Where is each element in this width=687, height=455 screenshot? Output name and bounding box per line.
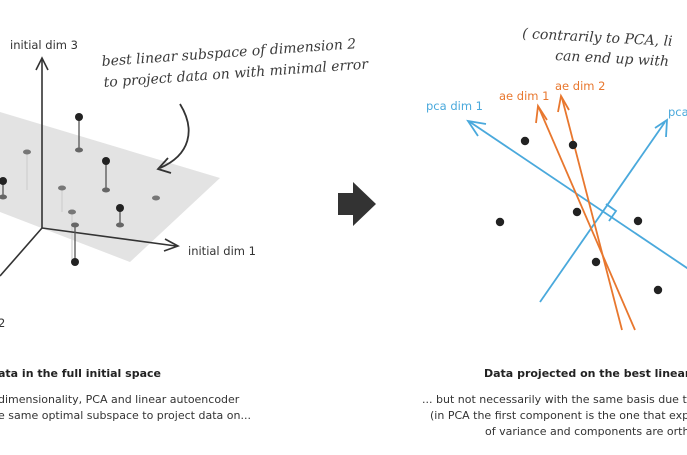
ae-dim1-line bbox=[538, 107, 636, 331]
data-point bbox=[0, 177, 7, 185]
axis-dim1-arrowhead bbox=[163, 238, 180, 252]
initial-axes bbox=[0, 56, 180, 277]
data-point-projection bbox=[75, 147, 83, 153]
left-caption-line-2: e same optimal subspace to project data … bbox=[0, 409, 251, 422]
data-point bbox=[520, 136, 530, 146]
projection-plane bbox=[0, 112, 220, 262]
axis-label-dim1: initial dim 1 bbox=[188, 244, 256, 258]
data-point bbox=[653, 285, 663, 295]
axis-label-dim3: initial dim 3 bbox=[10, 38, 78, 52]
data-point bbox=[591, 257, 601, 267]
right-panel: pca dim 1 ae dim 1 ae dim 2 pca ( contra… bbox=[422, 26, 687, 438]
ae-dim2-line bbox=[561, 97, 623, 331]
data-point bbox=[633, 216, 643, 226]
data-point-projection bbox=[152, 195, 160, 201]
data-point bbox=[495, 217, 505, 227]
data-point-projection bbox=[116, 222, 124, 228]
left-caption-line-1: dimensionality, PCA and linear autoencod… bbox=[0, 393, 240, 406]
axis-label-dim2: 2 bbox=[0, 316, 5, 330]
ae-dim1-arrowhead bbox=[535, 103, 548, 124]
data-point bbox=[102, 157, 110, 165]
data-point-projection bbox=[68, 209, 76, 215]
data-point bbox=[568, 140, 578, 150]
annotation-arrowhead-icon bbox=[156, 157, 172, 174]
data-point bbox=[572, 207, 582, 217]
right-annotation-line-2: can end up with bbox=[555, 48, 670, 70]
pca-dim2-arrowhead bbox=[654, 118, 669, 138]
data-point-projection bbox=[71, 222, 79, 228]
axis-dim1 bbox=[41, 227, 177, 247]
right-annotation-line-1: ( contrarily to PCA, li bbox=[522, 26, 673, 50]
right-panel-title: Data projected on the best linear su bbox=[484, 367, 687, 380]
data-point-projection bbox=[23, 149, 31, 155]
ae-dim2-arrowhead bbox=[557, 93, 570, 113]
data-points-3d bbox=[0, 113, 160, 266]
axis-label-pca-dim2: pca bbox=[668, 105, 687, 119]
left-panel: initial dim 3 initial dim 1 2 best linea… bbox=[0, 36, 370, 422]
data-point bbox=[116, 204, 124, 212]
left-panel-title: ata in the full initial space bbox=[0, 367, 161, 380]
annotation-arrow-icon bbox=[159, 103, 190, 169]
right-caption-line-2: (in PCA the first component is the one t… bbox=[430, 409, 687, 422]
axis-label-pca-dim1: pca dim 1 bbox=[426, 99, 483, 113]
right-arrow-icon bbox=[338, 182, 376, 226]
data-point-projection bbox=[0, 194, 7, 200]
data-points-2d bbox=[495, 136, 663, 295]
pca-axes bbox=[466, 118, 687, 303]
pca-dim1-arrowhead bbox=[466, 119, 487, 137]
ae-axes bbox=[535, 93, 636, 331]
data-point bbox=[71, 258, 79, 266]
axis-dim2 bbox=[0, 227, 43, 277]
data-point-projection bbox=[58, 185, 66, 191]
right-caption-line-3: of variance and components are ortho bbox=[485, 425, 687, 438]
data-point-projection bbox=[102, 187, 110, 193]
pca-dim1-line bbox=[469, 121, 687, 270]
pca-dim2-line bbox=[539, 121, 666, 303]
data-point bbox=[75, 113, 83, 121]
right-angle-mark bbox=[605, 203, 618, 222]
right-caption-line-1: ... but not necessarily with the same ba… bbox=[422, 393, 687, 406]
axis-dim3-arrowhead bbox=[35, 56, 49, 71]
projection-shadows bbox=[26, 152, 73, 262]
axis-label-ae-dim2: ae dim 2 bbox=[555, 79, 605, 93]
axis-label-ae-dim1: ae dim 1 bbox=[499, 89, 549, 103]
